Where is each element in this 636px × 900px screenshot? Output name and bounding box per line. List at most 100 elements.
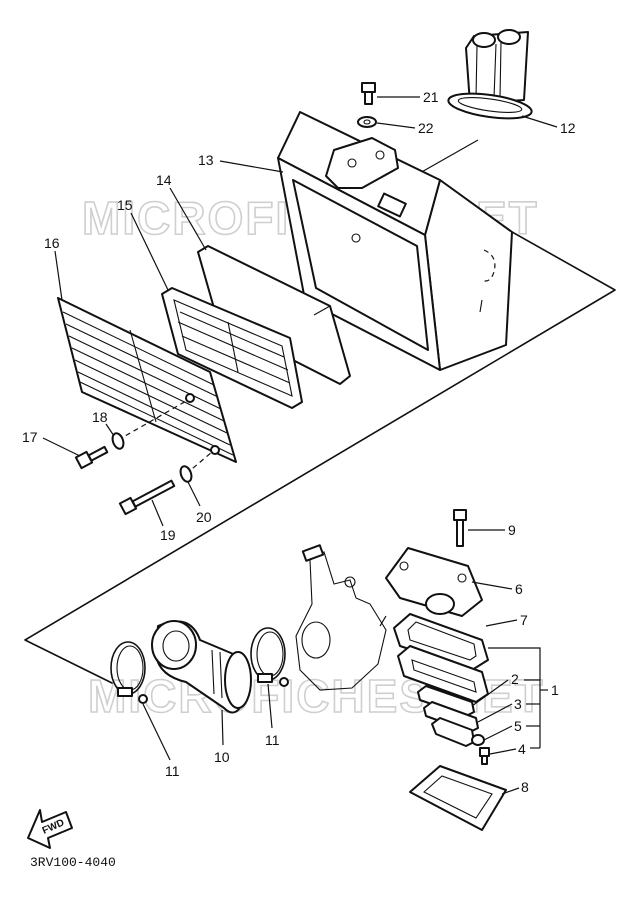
callout-6: 6 (515, 581, 523, 597)
leader-8 (501, 787, 520, 795)
callout-7: 7 (520, 612, 528, 628)
intake-port (344, 576, 356, 588)
grille-slat (62, 311, 215, 386)
screw-head (479, 747, 490, 757)
part-3-reed-stopper (423, 701, 479, 733)
callout-12: 12 (560, 120, 576, 136)
part-2-reed (417, 685, 475, 717)
callout-20: 20 (196, 509, 212, 525)
clamp-screw (279, 677, 289, 687)
grille-bolt-hole (185, 393, 195, 403)
forward-arrow-icon (27, 809, 73, 849)
reed-block-window (411, 659, 477, 693)
gasket-inner (423, 775, 493, 819)
callout-2: 2 (511, 671, 519, 687)
callout-22: 22 (418, 120, 434, 136)
duct-edge (475, 45, 478, 99)
bolt-shank (131, 479, 176, 508)
part-8-gasket (409, 765, 507, 831)
housing-bolt-hole (399, 561, 409, 571)
callout-8: 8 (521, 779, 529, 795)
callout-15: 15 (117, 197, 133, 213)
leader-22 (376, 122, 416, 129)
part-15-filter-frame (161, 287, 303, 409)
leader-10 (221, 709, 224, 746)
part-18-washer (111, 432, 125, 450)
callout-1: 1 (551, 682, 559, 698)
frame-rib (181, 335, 291, 384)
frame-rib (179, 311, 285, 358)
leader-16 (54, 250, 63, 301)
leader-11-left (142, 703, 171, 761)
bolt-shank (364, 91, 373, 105)
air-box-detail (479, 299, 483, 313)
callout-14: 14 (156, 172, 172, 188)
housing-bolt-hole (457, 573, 467, 583)
duct-tube-top-left (472, 32, 496, 48)
part-10-intake-boot (151, 620, 252, 714)
intake-body-outline (295, 544, 387, 691)
leader-15 (130, 212, 169, 291)
part-21-bolt (361, 82, 376, 105)
callout-17: 17 (22, 429, 38, 445)
part-12-intake-duct (447, 29, 533, 120)
forward-arrow: FWD (27, 809, 73, 849)
reed-petal (417, 685, 475, 717)
callout-10: 10 (214, 749, 230, 765)
washer-outer (357, 116, 377, 128)
clamp-tab (257, 673, 273, 683)
frame-inner (173, 299, 293, 397)
bolt-head (361, 82, 376, 93)
callout-21: 21 (423, 89, 439, 105)
part-4-screw (479, 747, 490, 765)
duct-flange-inner (457, 97, 523, 113)
bracket-hole (347, 158, 357, 168)
air-box-hidden-detail (481, 249, 496, 282)
leader-7 (485, 619, 518, 627)
grille-slat (74, 359, 228, 434)
intake-bore (301, 621, 331, 659)
callout-4: 4 (518, 741, 526, 757)
leader-lines (42, 96, 558, 795)
part-9-bolt (453, 509, 467, 547)
gasket-outer (393, 613, 489, 671)
grille-slat (77, 371, 231, 446)
part-11-clamp-right (250, 627, 289, 687)
stopper-plate (423, 701, 479, 733)
boot-opening-inner (162, 630, 190, 662)
intake-body-shape (295, 551, 387, 691)
section-divider-line (24, 227, 616, 684)
callout-labels: 21 22 12 13 14 15 16 18 17 19 20 9 6 7 2… (22, 89, 576, 795)
duct-tube-top-right (497, 29, 521, 45)
frame-rib (227, 321, 239, 373)
callout-19: 19 (160, 527, 176, 543)
duct-edge (499, 41, 502, 99)
grille-slat (65, 323, 219, 398)
washer-outer (179, 465, 193, 483)
part-20-washer (179, 465, 193, 483)
part-19-long-bolt (118, 479, 176, 516)
bolt-shank (456, 519, 464, 547)
part-22-washer (357, 116, 377, 128)
boot-rib (219, 651, 223, 699)
leader-17 (42, 437, 81, 457)
leader-6 (471, 581, 513, 590)
air-box-mount-hole (351, 233, 361, 243)
washer-outer (111, 432, 125, 450)
filter-edge (313, 305, 331, 316)
assembly-line-19 (185, 451, 213, 475)
callout-16: 16 (44, 235, 60, 251)
washer-hole (363, 119, 371, 125)
air-box-outlet (377, 192, 407, 218)
boot-rib (211, 649, 215, 695)
leader-12 (521, 115, 558, 128)
drawing-number: 3RV100-4040 (30, 855, 116, 870)
bracket-hole (375, 150, 385, 160)
callout-11-right: 11 (265, 732, 280, 748)
callout-11-left: 11 (165, 763, 180, 779)
callout-5: 5 (514, 718, 522, 734)
leader-3 (477, 703, 513, 723)
part-6-reed-housing (385, 547, 483, 617)
screw-shank (481, 755, 488, 765)
